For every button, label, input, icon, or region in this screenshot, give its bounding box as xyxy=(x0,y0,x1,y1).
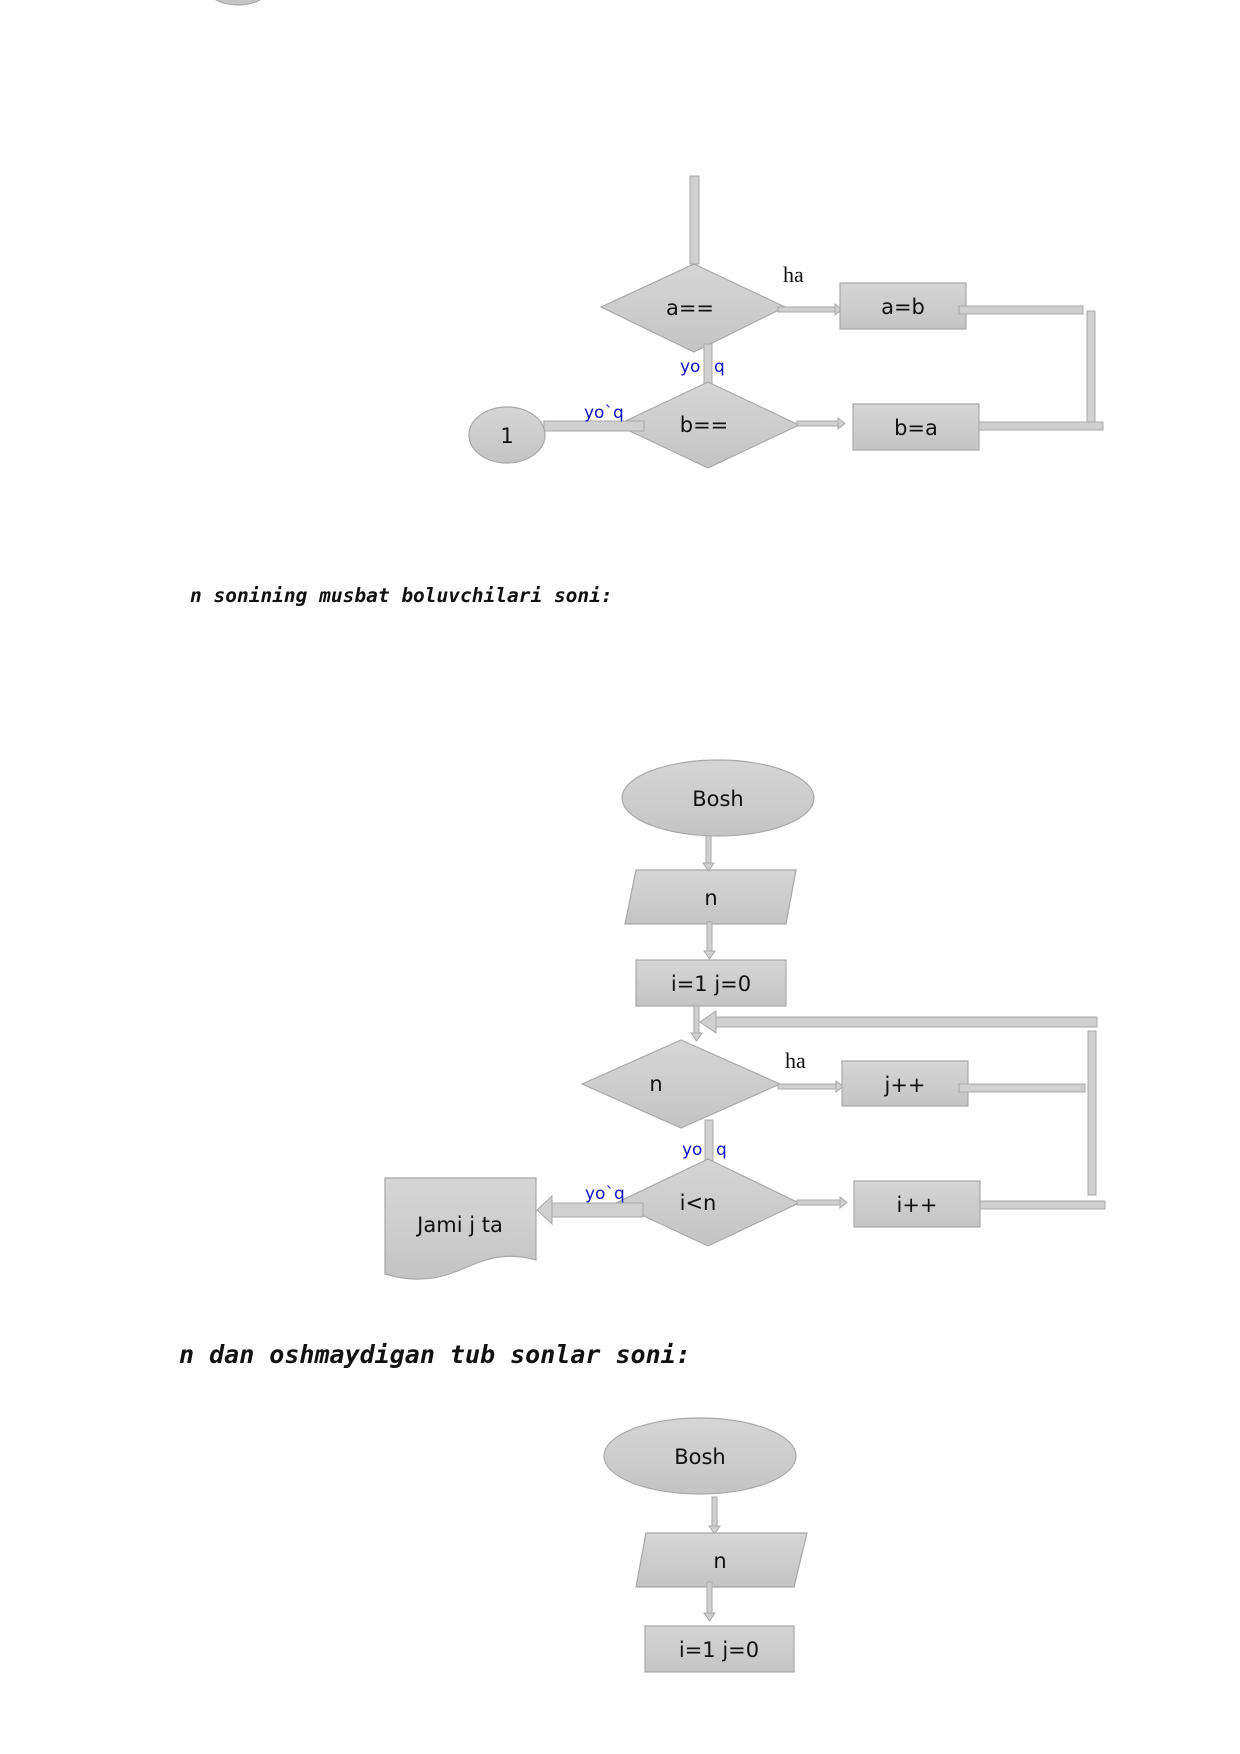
connector-circle xyxy=(468,406,546,464)
loop-right-vertical xyxy=(1087,1030,1097,1196)
flowchart-divisors: Bosh n i=1 j=0 n ha j++ yo q i<n i++ xyxy=(384,759,1106,1280)
start-terminator xyxy=(621,759,815,837)
output-label: Jami j ta xyxy=(415,1213,503,1237)
arrow-init-to-decision xyxy=(693,1005,700,1035)
no-label-left: yo`q xyxy=(585,1184,625,1204)
yes-arrowhead xyxy=(834,302,843,317)
yes-label: ha xyxy=(783,262,804,287)
start-label: Bosh xyxy=(674,1445,726,1469)
no-label-down-q: q xyxy=(716,1140,727,1160)
arrow-start-to-input xyxy=(705,835,712,865)
no-left-block-arrow xyxy=(551,1202,644,1218)
arrowhead xyxy=(708,1525,721,1535)
arrow-input-to-init xyxy=(706,1581,713,1615)
no-label-down-q: q xyxy=(714,357,725,377)
incoming-connector xyxy=(689,175,700,265)
process-i-increment-label: i++ xyxy=(896,1193,937,1217)
flowchart-primes: Bosh n i=1 j=0 xyxy=(603,1417,808,1673)
section-heading-primes: n dan oshmaydigan tub sonlar soni: xyxy=(179,1340,691,1369)
arrowhead xyxy=(703,950,716,960)
start-label: Bosh xyxy=(692,787,744,811)
loop-back-arrowhead xyxy=(699,1010,717,1034)
no-left-arrowhead xyxy=(536,1194,553,1226)
process-j-increment xyxy=(841,1060,969,1107)
no-down-connector xyxy=(703,343,713,385)
decision-a-label: a== xyxy=(666,296,714,320)
loop-back-connector xyxy=(715,1016,1098,1028)
output-document-shape xyxy=(384,1177,537,1280)
input-label: n xyxy=(704,886,717,910)
arrowhead xyxy=(690,1032,703,1042)
decision-b-arrow xyxy=(796,420,839,427)
process-j-increment-label: j++ xyxy=(883,1073,925,1097)
start-terminator xyxy=(603,1417,797,1495)
process-b-eq-a xyxy=(852,403,980,451)
process-a-eq-b-label: a=b xyxy=(881,295,925,319)
flowchart-swap-fragment: a== ha a=b yo q b== b=a yo`q 1 xyxy=(468,175,1104,469)
arrowhead xyxy=(702,862,715,872)
input-parallelogram xyxy=(635,1532,808,1588)
yes-arrowhead xyxy=(835,1079,844,1094)
input-parallelogram xyxy=(624,869,797,925)
connector-b-eq-a-right xyxy=(978,421,1104,431)
process-i-increment xyxy=(853,1180,981,1228)
connector-i-right xyxy=(979,1200,1106,1210)
decision-n-diamond xyxy=(580,1039,782,1129)
init-process xyxy=(644,1625,795,1673)
section-heading-divisors: n sonining musbat boluvchilari soni: xyxy=(190,584,613,607)
decision-b-label: b== xyxy=(680,413,729,437)
partial-terminator-shape xyxy=(215,0,261,6)
arrow-to-i-increment xyxy=(796,1199,841,1206)
yes-label: ha xyxy=(785,1048,806,1073)
arrow-start-to-input xyxy=(711,1496,718,1528)
no-label-down-yo: yo xyxy=(682,1140,702,1160)
connector-circle-label: 1 xyxy=(500,424,513,448)
connector-a-eq-b-right xyxy=(958,305,1084,315)
no-left-connector xyxy=(543,420,645,432)
init-label: i=1 j=0 xyxy=(671,972,751,996)
process-b-eq-a-label: b=a xyxy=(894,416,938,440)
connector-j-right xyxy=(958,1083,1086,1093)
no-down-connector xyxy=(704,1119,714,1163)
input-label: n xyxy=(713,1549,726,1573)
decision-i-lt-n-label: i<n xyxy=(680,1191,717,1215)
arrow-input-to-init xyxy=(706,921,713,953)
yes-arrow xyxy=(777,1083,837,1090)
arrowhead xyxy=(703,1612,716,1622)
connector-right-vertical xyxy=(1086,310,1096,425)
no-label-down-yo: yo xyxy=(680,357,700,377)
decision-b-arrowhead xyxy=(837,416,846,431)
arrowhead xyxy=(839,1195,848,1210)
init-process xyxy=(635,959,787,1007)
process-a-eq-b xyxy=(839,282,967,330)
decision-n-label: n xyxy=(649,1072,662,1096)
no-label-left: yo`q xyxy=(584,403,624,423)
yes-arrow xyxy=(777,306,836,313)
init-label: i=1 j=0 xyxy=(679,1638,759,1662)
